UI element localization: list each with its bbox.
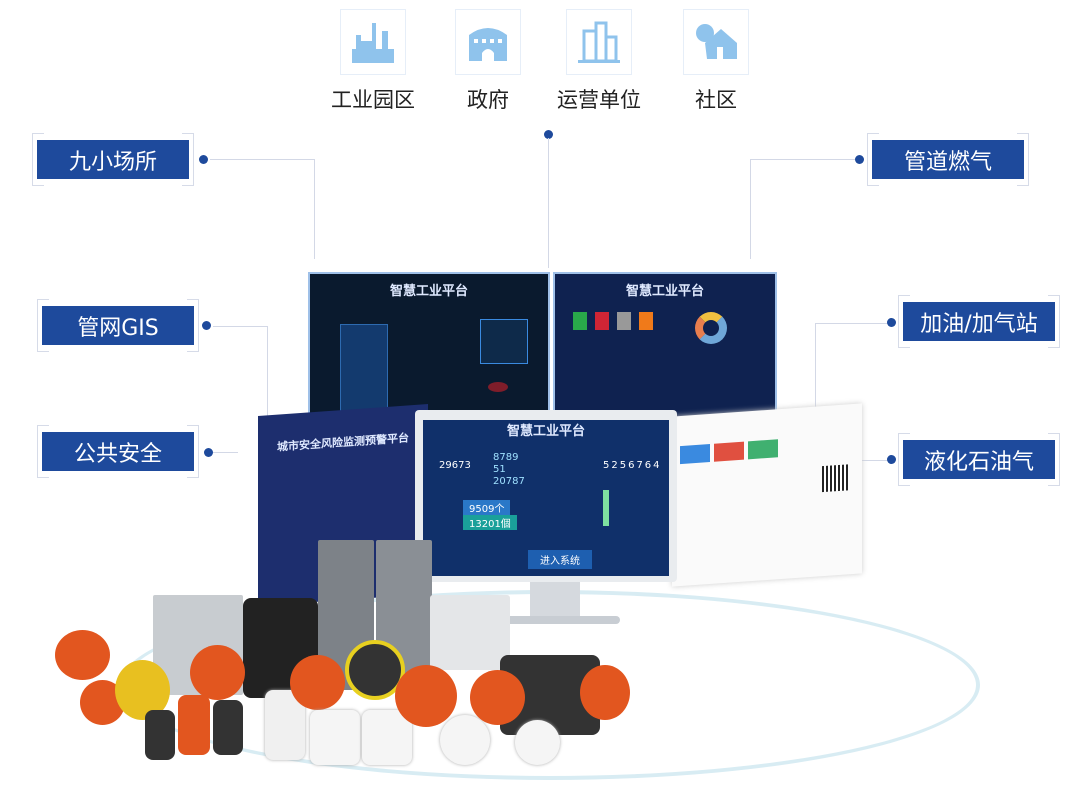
donut-chart [695,312,727,344]
map-screen: 智慧工业平台 [308,272,550,432]
status-tile [595,312,609,330]
screen-title: 城市安全风险监测预警平台 [277,431,409,454]
category-government [455,9,521,75]
monitor-base [490,616,620,624]
connector-dot [855,155,864,164]
connector-dot [544,130,553,139]
tag-lpg: 液化石油气 [903,440,1055,479]
qr-code [822,464,848,493]
connector-line [210,159,315,160]
category-community [683,9,749,75]
portal-tile [714,441,744,462]
connector-dot [887,318,896,327]
offline-count: 20787 [493,476,525,487]
connector-line [750,159,751,259]
user-count: 13201個 [463,515,517,530]
tag-pipeline-gis: 管网GIS [42,306,194,345]
monitor: 智慧工业平台 29673 8789 51 20787 9509个 13201個 … [415,410,677,582]
status-tile [617,312,631,330]
bar-chart [603,490,609,526]
portal-tile [748,439,778,460]
category-label: 社区 [695,88,737,112]
enter-system-button[interactable]: 进入系统 [528,550,592,569]
connector-line [750,159,855,160]
connector-line [548,138,549,268]
government-building-icon [469,28,507,61]
connector-dot [887,455,896,464]
connector-line [815,323,816,413]
connector-line [267,326,268,436]
tag-small-venues: 九小场所 [37,140,189,179]
map-popup [480,319,528,364]
home-detector [362,710,412,765]
smoke-detector [515,720,560,765]
screen-title: 智慧工业平台 [625,284,704,299]
connector-line [213,326,268,327]
home-detector [310,710,360,765]
tag-public-safety: 公共安全 [42,432,194,471]
tag-pipeline-gas: 管道燃气 [872,140,1024,179]
screen-title: 智慧工业平台 [506,424,585,439]
monitor-screen: 智慧工业平台 29673 8789 51 20787 9509个 13201個 … [423,420,669,576]
data-counter: 5256764 [603,460,662,471]
category-label: 运营单位 [557,88,641,112]
online-count: 8789 [493,452,519,463]
alarm-controller [430,595,510,670]
office-building-icon [578,21,620,63]
alarm-count: 51 [493,464,506,475]
category-label: 工业园区 [331,88,415,112]
connector-line [860,460,890,461]
portable-detector [213,700,243,755]
screen-title: 智慧工业平台 [389,284,468,299]
category-operator [566,9,632,75]
alarm-marker [488,382,508,392]
gas-detector [580,665,630,720]
portable-detector [145,710,175,760]
company-count: 9509个 [463,500,511,515]
gas-detector [470,670,525,725]
portable-detector [178,695,210,755]
gas-detector [395,665,457,727]
tag-gas-station: 加油/加气站 [903,302,1055,341]
gas-detector [290,655,345,710]
smoke-detector [440,715,490,765]
gas-detector [190,645,245,700]
status-tile [639,312,653,330]
monitor-stand [530,582,580,620]
connector-line [314,159,315,259]
connector-dot [204,448,213,457]
connector-dot [199,155,208,164]
connector-line [213,452,238,453]
factory-icon [352,23,394,63]
portal-tile [680,443,710,465]
house-icon [696,24,737,59]
connector-dot [202,321,211,330]
category-label: 政府 [467,88,509,112]
status-tile [573,312,587,330]
web-portal-screen [672,403,862,587]
gas-detector [55,630,110,680]
connector-line [815,323,890,324]
total-devices: 29673 [439,460,471,471]
category-industrial-park [340,9,406,75]
dashboard-screen: 智慧工业平台 [553,272,777,422]
